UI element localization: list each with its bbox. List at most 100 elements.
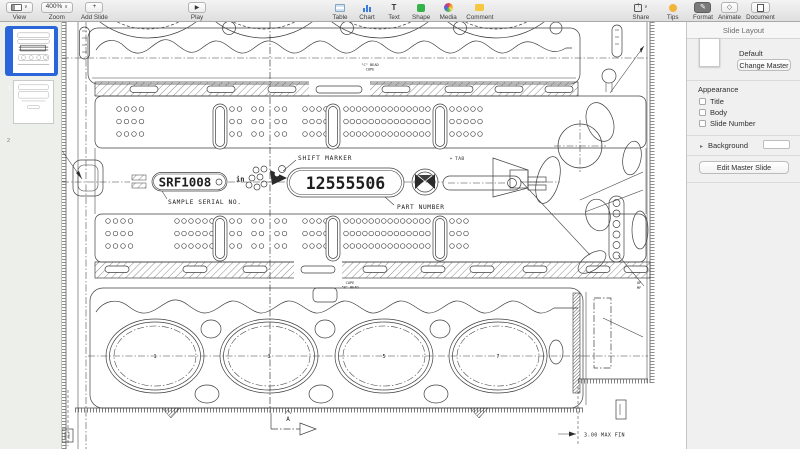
comment-button[interactable]: Comment [466, 0, 494, 21]
frustum-shape [492, 157, 591, 256]
play-button[interactable]: ▶ Play [188, 0, 206, 21]
animate-label: Animate [717, 14, 742, 21]
slide-thumbnail-2[interactable] [13, 80, 54, 124]
gasket-wave [95, 39, 572, 54]
slide-navigator: 1 2 [0, 22, 62, 449]
title-checkbox-label: Title [710, 97, 724, 106]
tab-format[interactable]: ✎ Format [693, 0, 713, 21]
cylinder-number: 1 [153, 354, 156, 360]
shape-button[interactable]: Shape [412, 0, 430, 21]
cylinder-number: 7 [496, 354, 499, 360]
comment-label: Comment [466, 14, 494, 21]
slide-number: 2 [7, 138, 11, 144]
media-icon [443, 3, 453, 12]
slide-2-preview [18, 84, 49, 109]
master-name: Default [739, 49, 763, 58]
shift-marker-label: SHIFT MARKER [298, 155, 352, 162]
top-gasket-band: "C" BEAD COPE [87, 27, 581, 85]
bead-note-top-1: "C" BEAD [361, 63, 378, 67]
marking-region: SRF1008 SAMPLE SERIAL NO. in SHIFT MARKE… [62, 148, 647, 256]
max-fin-dimension: 3.00 MAX FIN [584, 433, 625, 439]
part-number-label: PART NUMBER [397, 204, 445, 211]
chevron-down-icon: ∨ [644, 4, 648, 10]
appearance-heading: Appearance [698, 85, 739, 94]
app-toolbar: ∨ View 400%∨ Zoom + Add Slide ▶ Play Tab… [0, 0, 800, 22]
bead-note-bottom-1: COPE [346, 281, 355, 285]
view-label: View [12, 14, 27, 21]
master-slide-thumbnail[interactable] [699, 38, 720, 67]
shape-icon [417, 3, 426, 12]
tips-button[interactable]: Tips [664, 0, 682, 21]
right-note-mf: MF [637, 286, 641, 290]
chart-button[interactable]: Chart [358, 0, 376, 21]
inspector-header: Slide Layout [687, 22, 800, 39]
format-inspector: Slide Layout Default Change Master Appea… [686, 22, 800, 449]
engineering-drawing: "C" BEAD COPE [62, 22, 655, 449]
share-label: Share [632, 14, 650, 21]
hatch-band-2: COPE "B" BEAD [94, 261, 651, 290]
table-button[interactable]: Table [331, 0, 349, 21]
body-checkbox[interactable] [699, 109, 706, 116]
right-note-op: OP [637, 281, 641, 285]
background-color-well[interactable] [763, 140, 790, 149]
chevron-down-icon: ∨ [64, 4, 68, 10]
zoom-dropdown[interactable]: 400%∨ Zoom [40, 0, 73, 21]
gasket-wave [95, 299, 578, 314]
add-slide-button[interactable]: + Add Slide [81, 0, 108, 21]
edit-master-slide-button[interactable]: Edit Master Slide [699, 161, 789, 174]
change-master-button[interactable]: Change Master [737, 59, 791, 71]
background-disclosure-icon[interactable]: ▸ [700, 144, 704, 150]
bolt-band-upper [94, 95, 647, 150]
slide-thumbnail-1[interactable] [13, 29, 54, 73]
view-button[interactable]: ∨ View [6, 0, 33, 21]
add-slide-label: Add Slide [80, 14, 108, 21]
top-arcs [99, 22, 563, 39]
document-label: Document [746, 14, 775, 21]
format-label: Format [693, 14, 713, 21]
tab-animate[interactable]: ◇ Animate [718, 0, 741, 21]
part-number-value: 12555506 [306, 174, 386, 193]
hatch-band-1 [94, 81, 579, 97]
play-icon: ▶ [194, 4, 200, 11]
document-icon [756, 3, 764, 12]
media-button[interactable]: Media [439, 0, 457, 21]
comment-icon [475, 4, 485, 11]
slide-1-preview [17, 32, 50, 65]
text-button[interactable]: T Text [385, 0, 403, 21]
slide-canvas[interactable]: "C" BEAD COPE [62, 22, 686, 449]
zoom-value: 400% [45, 3, 63, 11]
slide-number-checkbox-label: Slide Number [710, 119, 756, 128]
body-checkbox-label: Body [710, 108, 728, 117]
view-icon [11, 4, 22, 11]
play-label: Play [190, 14, 204, 21]
serial-number-value: SRF1008 [159, 175, 212, 190]
title-checkbox[interactable] [699, 98, 706, 105]
bolt-capsules-upper [212, 103, 448, 150]
tab-document[interactable]: Document [746, 0, 775, 21]
media-label: Media [439, 14, 457, 21]
table-label: Table [332, 14, 348, 21]
plus-icon: + [92, 3, 97, 11]
shift-marker-flag [270, 170, 287, 185]
in-label: in [236, 176, 244, 184]
shape-label: Shape [412, 14, 431, 21]
tips-icon [668, 3, 677, 12]
left-side-features [62, 150, 104, 197]
text-label: Text [388, 14, 400, 21]
bead-note-bottom-2: "B" BEAD [341, 286, 358, 290]
chevron-down-icon: ∨ [24, 4, 28, 10]
chart-icon [363, 4, 371, 12]
chart-label: Chart [359, 14, 375, 21]
sample-serial-label: SAMPLE SERIAL NO. [168, 199, 242, 206]
tips-label: Tips [666, 14, 679, 21]
share-button[interactable]: ↑∨ Share [630, 0, 652, 22]
slide-number: 1 [8, 86, 12, 92]
bolt-band-lower [94, 213, 647, 263]
text-icon: T [391, 2, 397, 12]
sheet-left-edge [62, 22, 90, 449]
right-side-features: OP MF 3.00 MAX FIN [535, 22, 655, 444]
dot-cluster [245, 165, 268, 191]
bolt-capsules-lower [212, 215, 448, 262]
slide-number-checkbox[interactable] [699, 120, 706, 127]
